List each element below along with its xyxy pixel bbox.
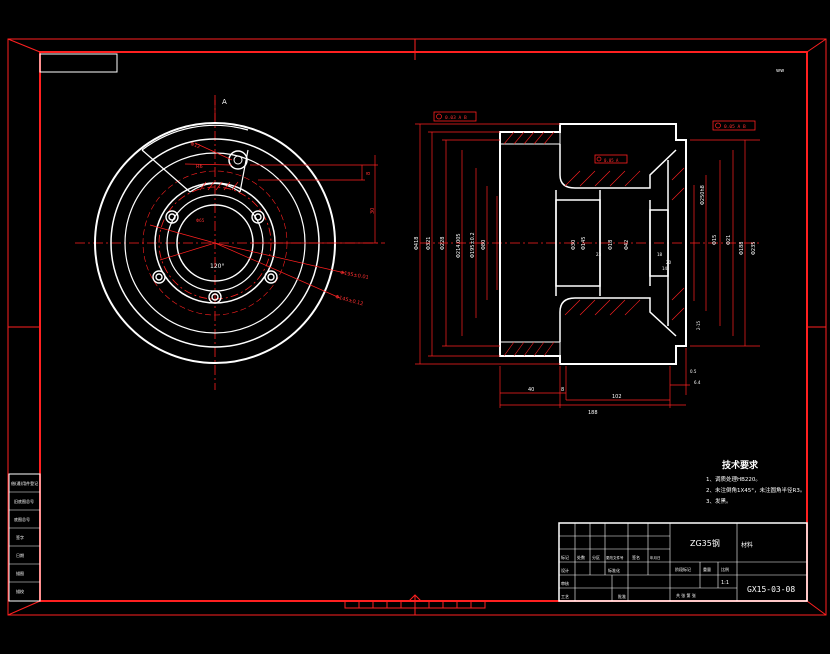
- svg-text:0.05 A B: 0.05 A B: [724, 124, 746, 130]
- len-18: 18: [657, 252, 663, 257]
- tech-item-2: 2、未注倒角1X45°，未注圆角半径R3。: [706, 486, 805, 494]
- len-20: 20: [666, 260, 672, 265]
- dim-angle: 120°: [210, 263, 224, 270]
- inner-border: [39, 51, 808, 602]
- section-view: 0.03 A B 0.05 A B 0.05 A Φ418 Φ321 Φ228 …: [414, 111, 760, 416]
- dim-hole-diameter: Φ12: [189, 141, 201, 150]
- hdr-date: 年月日: [650, 555, 661, 560]
- dim-inner-circle: Φ145±0.12: [334, 294, 363, 307]
- material-text: ZG35钢: [690, 538, 720, 548]
- dia-214: Φ214.005: [456, 233, 462, 258]
- len-40: 40: [528, 387, 534, 393]
- drawing-code-box: [39, 53, 118, 73]
- role-review: 审核: [561, 580, 569, 586]
- dia-18: Φ18: [608, 240, 614, 250]
- drawing-number: GX15-03-08: [747, 585, 795, 594]
- hdr-change-doc: 更改文件号: [606, 555, 624, 560]
- role-design: 设计: [561, 567, 569, 573]
- dia-418: Φ418: [414, 237, 420, 250]
- panel-row-4: 签字: [16, 534, 24, 540]
- svg-text:0.05 A: 0.05 A: [604, 158, 619, 163]
- front-view: Φ12 R6 8 30 Φ195±0.01 Φ145±0.12 120° Φ65…: [75, 95, 385, 390]
- dia-21: Φ21: [726, 235, 732, 245]
- label-weight: 重量: [703, 566, 711, 572]
- panel-row-6: 描图: [16, 570, 24, 576]
- len-0-5: 0.5: [690, 369, 697, 374]
- dia-80: Φ80: [481, 240, 487, 250]
- label-standard: 标准化: [608, 567, 620, 573]
- dim-bolt-circle: Φ195±0.01: [340, 270, 369, 281]
- material-label: 材料: [741, 541, 753, 549]
- dia-15: Φ15: [712, 235, 718, 245]
- tech-title: 技术要求: [722, 459, 759, 471]
- hdr-zone: 分区: [592, 554, 600, 560]
- dia-30: Φ30: [571, 240, 577, 250]
- dia-195: Φ195±0.2: [470, 232, 476, 258]
- label-stage: 阶段标记: [675, 566, 691, 572]
- panel-row-7: 描校: [16, 588, 24, 594]
- section-marker: A: [222, 98, 227, 106]
- panel-row-2: 旧底图总号: [14, 498, 34, 504]
- dim-notch-radius: R6: [196, 164, 203, 170]
- title-block: 标记 处数 分区 更改文件号 签名 年月日 设计 审核 工艺 标准化 批准 阶段…: [558, 522, 808, 602]
- dia-228: Φ228: [440, 237, 446, 250]
- technical-requirements: 技术要求 1、调质处理HB220。 2、未注倒角1X45°，未注圆角半径R3。 …: [706, 459, 805, 505]
- sheet-count: 共 张 第 张: [676, 592, 696, 598]
- bottom-ruler: [344, 600, 486, 609]
- dim-bore: Φ65: [196, 218, 205, 223]
- label-approve: 批准: [618, 593, 626, 599]
- tolerance-frame-center: 0.05 A: [594, 154, 628, 164]
- role-process: 工艺: [561, 594, 569, 599]
- dia-42: Φ42: [624, 240, 630, 250]
- label-scale: 比例: [721, 566, 729, 572]
- dia-188: Φ188: [739, 242, 745, 255]
- hdr-sign: 签名: [632, 554, 640, 560]
- panel-row-5: 日期: [16, 552, 24, 558]
- left-side-panel: 借(通)用件登记 旧底图总号 底图总号 签字 日期 描图 描校: [8, 473, 41, 602]
- len-188: 188: [588, 410, 598, 416]
- tolerance-frame-left: 0.03 A B: [433, 111, 477, 122]
- hdr-count: 处数: [577, 554, 585, 560]
- dia-235: Φ235: [751, 242, 757, 255]
- len-8: 8: [561, 387, 564, 393]
- scale-value: 1:1: [721, 580, 729, 586]
- dia-145: Φ145: [581, 237, 587, 250]
- chamfer-2-15: 2-15: [696, 320, 701, 330]
- dia-250: Φ250h8: [700, 185, 706, 205]
- corner-roughness-mark: ww: [776, 68, 784, 74]
- svg-text:0.03 A B: 0.03 A B: [445, 115, 467, 121]
- len-6-4: 6.4: [694, 380, 701, 385]
- tech-item-1: 1、调质处理HB220。: [706, 475, 761, 483]
- panel-row-1: 借(通)用件登记: [11, 480, 38, 486]
- len-23: 23: [596, 252, 602, 257]
- hdr-mark: 标记: [561, 554, 569, 560]
- len-14: 14: [662, 266, 668, 271]
- dim-notch-height: 30: [370, 208, 376, 214]
- panel-row-3: 底图总号: [14, 516, 30, 522]
- dia-321: Φ321: [426, 237, 432, 250]
- tolerance-frame-right: 0.05 A B: [712, 120, 756, 131]
- tech-item-3: 3、发黑。: [706, 497, 732, 505]
- dim-notch-depth: 8: [366, 172, 372, 175]
- len-102: 102: [612, 394, 622, 400]
